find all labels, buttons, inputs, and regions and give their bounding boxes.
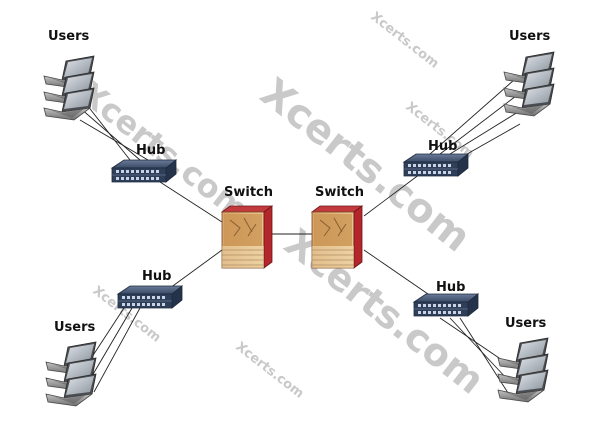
switch-icon [311,205,363,269]
link-line [429,79,515,155]
hub-bottom-left: Hub [117,269,183,309]
link-line [93,307,141,393]
link-line [459,123,521,159]
hub-top-left: Hub [111,143,177,183]
users-label: Users [48,29,90,44]
hub-bottom-right: Hub [413,280,479,317]
laptop-icon [43,87,95,121]
link-line [449,317,509,381]
link-line [439,317,509,365]
users-label: Users [505,316,547,331]
hub-label: Hub [428,139,457,154]
watermark-group: Xcerts.com Xcerts.com Xcerts.com Xcerts.… [73,9,492,402]
switch-label: Switch [315,185,364,200]
link-line [159,181,223,223]
watermark-text: Xcerts.com [368,9,442,71]
users-label: Users [54,320,96,335]
watermark-text: Xcerts.com [233,339,307,401]
hub-top-right: Hub [403,139,469,177]
link-line [89,307,125,361]
switch-left: Switch [221,185,273,269]
laptop-icon [45,373,97,407]
switch-right: Switch [311,185,364,269]
link-line [439,95,517,155]
link-line [79,119,149,161]
switch-icon [221,205,273,269]
hub-icon [403,153,469,177]
users-group-bottom-right: Users [497,316,549,403]
hub-icon [117,285,183,309]
hub-icon [111,159,177,183]
link-line [363,173,421,217]
switch-label: Switch [224,185,273,200]
hub-label: Hub [142,269,171,284]
hub-label: Hub [136,143,165,158]
hub-label: Hub [436,280,465,295]
users-group-top-left: Users [43,29,95,121]
link-line [79,107,141,161]
users-group-bottom-left: Users [45,320,97,407]
link-line [91,307,133,377]
link-line [459,317,511,397]
users-group-top-right: Users [503,29,555,117]
users-label: Users [509,29,551,44]
link-line [449,111,519,155]
laptop-icon [497,369,549,403]
hub-icon [413,293,479,317]
network-links [79,79,521,397]
link-line [169,249,223,289]
link-line [363,249,429,295]
